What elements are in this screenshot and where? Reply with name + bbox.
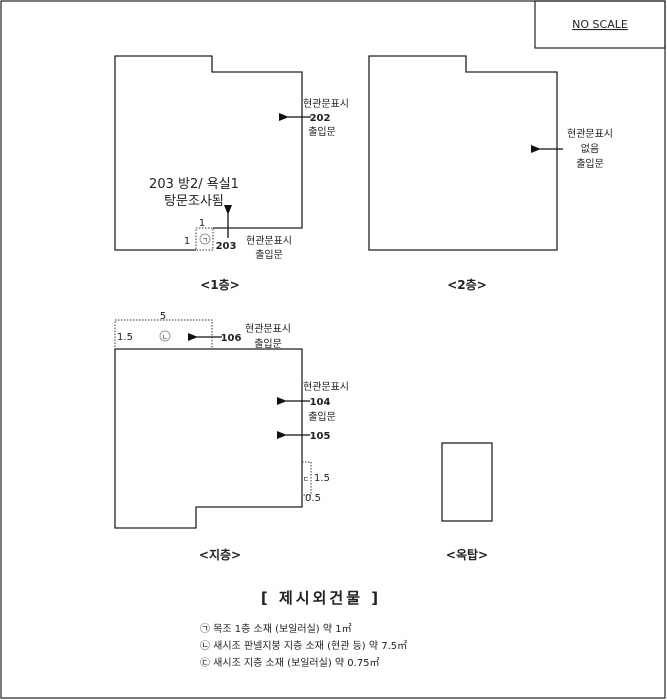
basement-plan: 5 1.5 ㄴ 106 현관문표시 출입문 현관문표시 104 출입문 105 … <box>114 311 349 562</box>
floor2-plan: 현관문표시 없음 출입문 <2층> <box>368 55 613 292</box>
entrance-106-sign: 현관문표시 <box>245 323 291 335</box>
basement-outline <box>114 348 303 529</box>
floor2-sign: 현관문표시 <box>567 128 613 140</box>
annex-n-circle <box>159 330 171 342</box>
entrance-104-door: 출입문 <box>308 410 336 423</box>
entrance-104-sign: 현관문표시 <box>303 381 349 393</box>
unit-106: 106 <box>221 333 242 344</box>
annex-g-marker: ㄱ <box>202 236 208 244</box>
annex-g-box <box>195 227 214 251</box>
unit-105: 105 <box>310 431 331 442</box>
entrance-202-sign: 현관문표시 <box>303 98 349 110</box>
annex-g-width: 1 <box>199 218 205 229</box>
entrance-203-sign: 현관문표시 <box>246 235 292 247</box>
extra-buildings-title: [ 제시외건물 ] <box>261 589 381 607</box>
basement-label: <지층> <box>199 547 241 562</box>
extra-building-item: ㉢ 새시조 지층 소재 (보일러실) 약 0.75㎡ <box>200 657 380 669</box>
floor2-none: 없음 <box>581 142 599 155</box>
floor2-label: <2층> <box>447 277 487 292</box>
entrance-106-door: 출입문 <box>254 337 282 350</box>
extra-building-item: ㉡ 새시조 판넬지붕 지층 소재 (현관 등) 약 7.5㎡ <box>200 640 407 652</box>
floor2-door: 출입문 <box>576 157 604 170</box>
unit-202: 202 <box>310 113 331 124</box>
entrance-202-door: 출입문 <box>308 125 336 138</box>
extra-building-item: ㉠ 목조 1층 소재 (보일러실) 약 1㎡ <box>200 623 352 635</box>
room-203-note: 203 방2/ 욕실1 <box>149 177 239 192</box>
annex-d-box <box>301 461 312 496</box>
annex-g-height: 1 <box>184 236 190 247</box>
floor1-label: <1층> <box>200 277 240 292</box>
unit-104: 104 <box>310 397 331 408</box>
no-scale-label: NO SCALE <box>572 18 628 31</box>
entrance-203-door: 출입문 <box>255 248 283 261</box>
floor1-plan: ㄱ 1 1 현관문표시 202 출입문 203 방2/ 욕실1 탕문조사됨 20… <box>114 55 349 292</box>
no-scale-box <box>534 0 666 49</box>
annex-n-height: 1.5 <box>117 332 133 343</box>
rooftop-outline <box>441 442 493 522</box>
rooftop-label: <옥탑> <box>446 547 488 562</box>
unit-203: 203 <box>216 241 237 252</box>
room-203-visited: 탕문조사됨 <box>164 194 224 209</box>
annex-d-width: 0.5 <box>305 493 321 504</box>
annex-g-circle <box>199 233 211 245</box>
annex-d-height: 1.5 <box>314 473 330 484</box>
annex-n-width: 5 <box>160 311 166 322</box>
floor2-outline <box>368 55 558 251</box>
floor1-outline <box>114 55 303 251</box>
annex-d-marker: ㄷ <box>303 475 309 483</box>
annex-n-marker: ㄴ <box>162 333 168 341</box>
